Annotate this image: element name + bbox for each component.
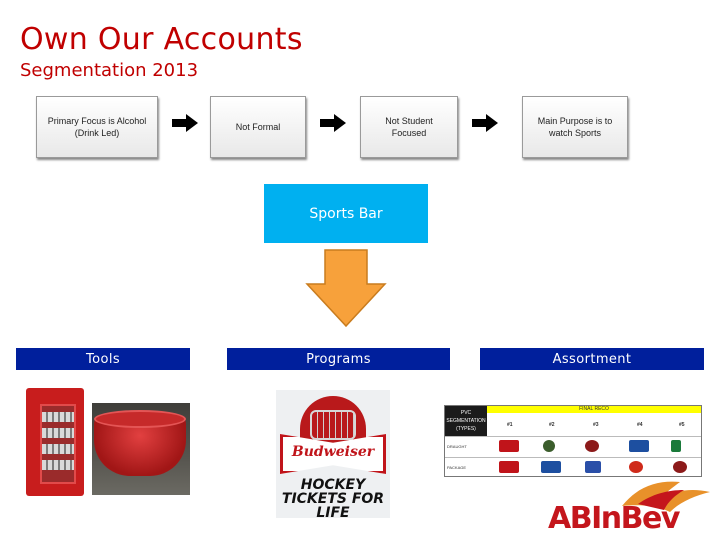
right-arrow-icon [472, 114, 498, 132]
table-column-header: #3 [593, 422, 599, 428]
brand-logo-icon [499, 440, 519, 452]
criterion-box-alcohol: Primary Focus is Alcohol (Drink Led) [36, 96, 158, 158]
segment-label: Sports Bar [309, 205, 383, 222]
table-header-left: PVC SEGMENTATION (TYPES) [445, 406, 487, 436]
ice-bucket-rim [94, 410, 186, 428]
table-column-header: #5 [679, 422, 685, 428]
brand-logo-icon [541, 461, 561, 473]
page-subtitle: Segmentation 2013 [20, 60, 199, 81]
down-arrow-icon [305, 249, 387, 328]
table-column-header: #2 [549, 422, 555, 428]
section-tools: Tools [16, 348, 190, 370]
right-arrow-icon [320, 114, 346, 132]
page-title: Own Our Accounts [20, 22, 303, 57]
criterion-box-sports: Main Purpose is to watch Sports [522, 96, 628, 158]
branded-fridge-image [26, 388, 84, 496]
criterion-label: Not Formal [235, 122, 281, 132]
table-column-header: #4 [637, 422, 643, 428]
hockey-promo-image: Budweiser HOCKEY TICKETS FOR LIFE [276, 390, 390, 518]
promo-brand-text: Budweiser [291, 444, 375, 460]
criterion-box-student: Not Student Focused [360, 96, 458, 158]
section-programs: Programs [227, 348, 450, 370]
assortment-table: PVC SEGMENTATION (TYPES) FINAL RECO #1 #… [444, 405, 702, 477]
ab-inbev-logo: ABInBev [548, 501, 680, 536]
brand-logo-icon [585, 461, 601, 473]
section-label: Programs [306, 351, 371, 367]
brand-logo-icon [499, 461, 519, 473]
section-label: Tools [85, 351, 121, 367]
brand-logo-icon [671, 440, 681, 452]
brand-logo-icon [585, 440, 599, 452]
table-row-label: PACKAGE [447, 465, 467, 470]
ab-inbev-bird-icon [622, 481, 710, 512]
brand-logo-icon [629, 461, 643, 473]
section-assortment: Assortment [480, 348, 704, 370]
segment-box: Sports Bar [264, 184, 428, 243]
right-arrow-icon [172, 114, 198, 132]
criterion-label: Primary Focus is Alcohol (Drink Led) [47, 116, 147, 138]
brand-logo-icon [629, 440, 649, 452]
table-column-header: #1 [507, 422, 513, 428]
table-header-band: FINAL RECO [487, 406, 701, 413]
promo-headline: HOCKEY TICKETS FOR LIFE [281, 477, 385, 518]
brand-logo-icon [543, 440, 555, 452]
criterion-label: Not Student Focused [385, 116, 433, 138]
criterion-box-formal: Not Formal [210, 96, 306, 158]
criterion-label: Main Purpose is to watch Sports [537, 116, 613, 138]
brand-logo-icon [673, 461, 687, 473]
table-row-label: DRAUGHT [447, 444, 467, 449]
section-label: Assortment [552, 351, 632, 367]
